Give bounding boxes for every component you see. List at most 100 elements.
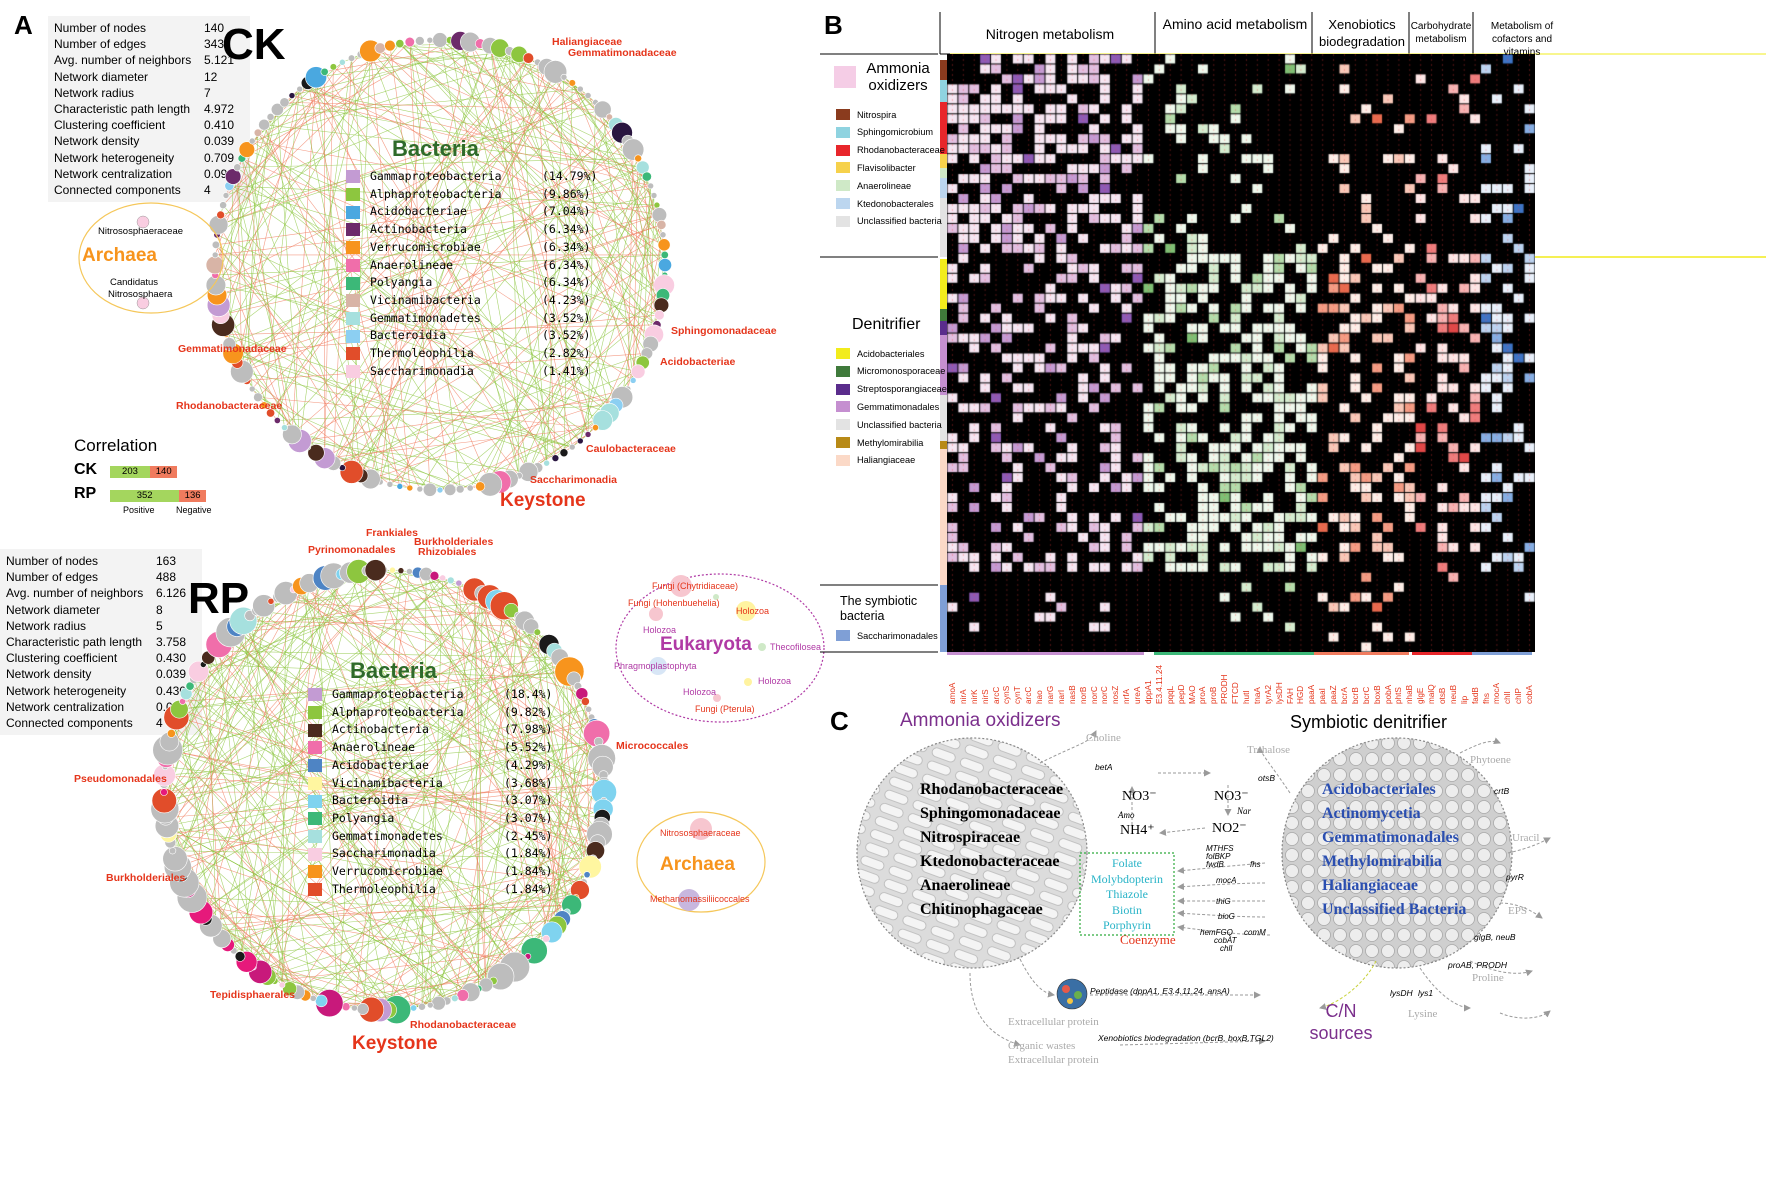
- ck-network-edge: [241, 371, 573, 448]
- rp-network-edge: [358, 571, 560, 658]
- rp-stat-key: Characteristic path length: [6, 635, 143, 650]
- gene-label: PRODH: [1220, 674, 1230, 704]
- rp-keystone: Keystone: [352, 1033, 438, 1054]
- c-left-family: Chitinophagaceae: [920, 901, 1043, 918]
- category-carbohydrate-text: Carbohydrate metabolism: [1410, 21, 1472, 45]
- rp-stat-value: 0.039: [156, 667, 187, 682]
- rp-stat-key: Network radius: [6, 618, 87, 633]
- rp-stat-value: 8: [156, 602, 163, 617]
- rp-network-edge: [274, 570, 402, 981]
- ck-network-node: [374, 42, 386, 54]
- rp-network-edge: [243, 620, 431, 1006]
- ck-network-edge: [284, 427, 451, 491]
- rp-network-edge: [230, 589, 475, 633]
- rp-network-edge: [221, 626, 532, 939]
- ck-legend-item: Actinobacteria(6.34%): [346, 221, 597, 239]
- c-crtB: crtB: [1494, 786, 1510, 796]
- ck-legend-item: Alphaproteobacteria(9.86%): [346, 186, 597, 204]
- rp-legend-pct: (18.4%): [504, 687, 553, 701]
- rp-legend-swatch: [308, 812, 322, 826]
- gene-label: boxB: [1372, 685, 1382, 704]
- ck-network-node: [282, 424, 302, 445]
- ck-network-edge: [499, 204, 658, 483]
- rp-network-edge: [166, 569, 393, 827]
- rp-network-edge: [185, 693, 389, 1011]
- rp-network-node: [389, 566, 396, 574]
- rp-network-edge: [182, 671, 570, 702]
- rp-legend-pct: (3.07%): [504, 793, 553, 808]
- rp-network-node: [267, 597, 275, 605]
- c-pathway-gene: thiG: [1216, 897, 1231, 906]
- rp-legend-swatch: [308, 883, 322, 897]
- rp-stat-key: Network density: [6, 667, 92, 682]
- ck-legend-item: Verrucomicrobiae(6.34%): [346, 239, 597, 257]
- ck-network-edge: [370, 50, 529, 472]
- ck-network-edge: [479, 284, 665, 487]
- rp-stat-key: Network centralization: [6, 699, 125, 714]
- ck-network-node: [258, 118, 270, 131]
- gene-label: amoA: [948, 682, 957, 704]
- taxa-name: Streptosporangiaceae: [857, 384, 947, 395]
- ck-network-edge: [214, 264, 617, 406]
- ck-label-acidobacteriae: Acidobacteriae: [660, 356, 736, 368]
- euk-fungi-hohenbuehelia: Fungi (Hohenbuehelia): [628, 598, 720, 608]
- ck-network-edge: [632, 185, 651, 381]
- rp-network-edge: [301, 585, 604, 801]
- ck-stat-key: Characteristic path length: [54, 102, 191, 117]
- ck-network-edge: [333, 77, 565, 464]
- c-pathway-gene: mocA: [1216, 876, 1237, 885]
- rp-network-node: [397, 567, 405, 574]
- ck-network-edge: [299, 234, 664, 442]
- ck-network-node: [248, 137, 256, 145]
- rp-network-edge: [392, 570, 588, 875]
- taxa-swatch: [836, 630, 850, 641]
- ck-network-node: [659, 231, 667, 239]
- ck-network-edge: [299, 396, 623, 442]
- gene-label: nirA: [958, 689, 968, 704]
- taxa-name: Rhodanobacteraceae: [857, 145, 945, 156]
- corr-negative-label: Negative: [176, 505, 212, 515]
- rp-network-edge: [421, 574, 427, 1007]
- rp-network-edge: [249, 615, 605, 784]
- ck-network-edge: [307, 82, 529, 473]
- rp-network-edge: [474, 589, 577, 898]
- taxa-swatch: [836, 215, 850, 227]
- c-coenzyme: Thiazole: [1106, 887, 1148, 901]
- rp-network-edge: [239, 573, 343, 957]
- rp-legend-item: Polyangia(3.07%): [308, 810, 552, 828]
- rp-stat-key: Number of nodes: [6, 554, 99, 568]
- ck-network-edge: [216, 158, 639, 296]
- ck-bacteria-title: Bacteria: [392, 136, 479, 161]
- ck-network-edge: [489, 116, 610, 485]
- ck-network-edge: [222, 204, 461, 490]
- rp-network-edge: [358, 571, 604, 810]
- rp-legend-item: Acidobacteriae(4.29%): [308, 757, 552, 775]
- gene-label: nasB: [1067, 685, 1077, 704]
- rp-network-edge: [478, 593, 483, 989]
- ck-network-edge: [333, 353, 647, 464]
- corr-positive-label: Positive: [123, 505, 155, 515]
- rp-network-edge: [187, 592, 483, 891]
- rp-network-edge: [230, 631, 605, 784]
- rp-network-edge: [179, 708, 596, 851]
- taxa-name: Unclassified bacteria: [857, 216, 942, 227]
- category-amino-acid: Amino acid metabolism: [1160, 16, 1310, 33]
- ck-network-node: [266, 113, 275, 121]
- rp-network-node: [167, 729, 176, 738]
- rp-network-node: [278, 981, 286, 989]
- ck-network-edge: [546, 77, 565, 464]
- ck-network-edge: [351, 274, 665, 473]
- ck-stat-key: Network diameter: [54, 69, 149, 84]
- rp-network-edge: [481, 593, 568, 913]
- ck-network-node: [339, 58, 346, 66]
- ck-network: [205, 31, 675, 497]
- c-nar: Nar: [1237, 806, 1252, 816]
- rp-legend-item: Bacteroidia(3.07%): [308, 792, 552, 810]
- gene-label: nrfA: [1122, 688, 1132, 704]
- rp-network-edge: [166, 741, 599, 827]
- rp-network-edges: [163, 569, 605, 1011]
- ck-network-node: [606, 113, 613, 121]
- taxa-swatch: [836, 365, 850, 377]
